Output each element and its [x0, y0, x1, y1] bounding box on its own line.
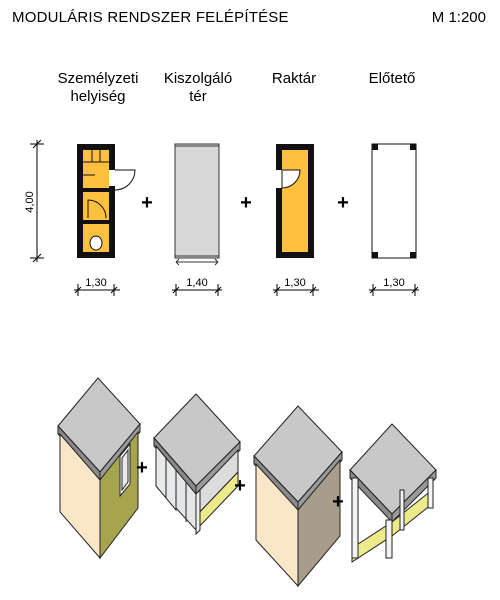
module-label-line1: Előtető [368, 70, 416, 87]
plan-staff-room [77, 144, 136, 258]
plus-sign: + [234, 475, 246, 497]
iso-staff-room [57, 377, 141, 560]
module-label-line2: tér [189, 88, 207, 105]
width-dim-label: 1,30 [383, 277, 404, 289]
height-dimension-label: 4,00 [24, 191, 36, 212]
iso-service-area [153, 393, 241, 536]
plus-sign: + [141, 192, 153, 214]
plus-sign: + [240, 192, 252, 214]
scale-label: M 1:200 [431, 9, 486, 26]
module-label-storage: Raktár [234, 70, 354, 88]
plus-sign: + [337, 192, 349, 214]
iso-canopy [349, 423, 437, 563]
iso-storage [253, 405, 343, 588]
width-dim-label: 1,40 [186, 277, 207, 289]
plan-service-area [174, 143, 220, 266]
module-label-line1: Raktár [271, 70, 317, 87]
plan-storage [276, 144, 314, 258]
module-label-canopy: Előtető [332, 70, 452, 88]
module-label-service-area: Kiszolgáló tér [138, 70, 258, 106]
width-dimensions [74, 284, 419, 296]
page-title: MODULÁRIS RENDSZER FELÉPÍTÉSE [12, 9, 289, 26]
plus-sign: + [136, 457, 148, 479]
plan-canopy [371, 143, 417, 259]
width-dim-label: 1,30 [85, 277, 106, 289]
plus-sign: + [332, 491, 344, 513]
height-dimension [30, 139, 44, 263]
module-label-line1: Kiszolgáló [163, 70, 233, 87]
module-label-staff-room: Személyzeti helyiség [38, 70, 158, 106]
module-label-line1: Személyzeti [57, 70, 139, 87]
width-dim-label: 1,30 [284, 277, 305, 289]
module-label-line2: helyiség [70, 88, 126, 105]
